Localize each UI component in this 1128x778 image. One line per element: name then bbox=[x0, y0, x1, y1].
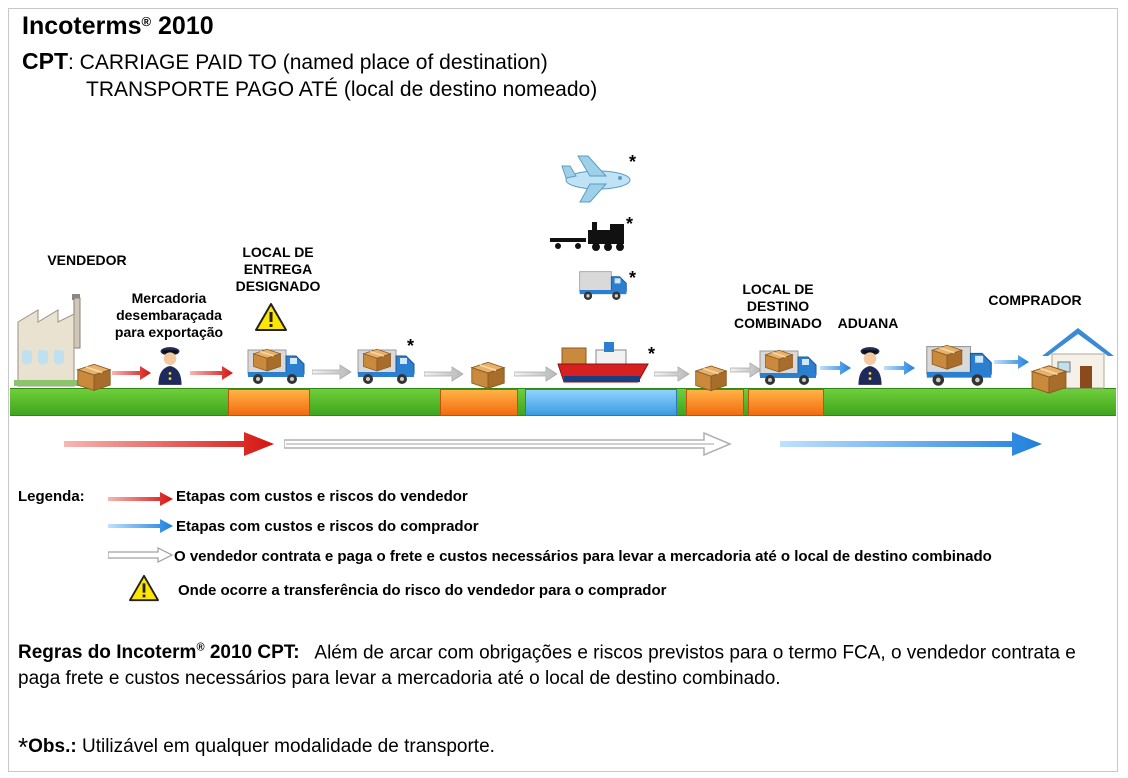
label-delivery-place: LOCAL DE ENTREGA DESIGNADO bbox=[235, 244, 321, 294]
rules-label: Regras do Incoterm® 2010 CPT: bbox=[18, 642, 300, 664]
segment-main-carriage bbox=[525, 389, 677, 416]
arrow-gray-1 bbox=[312, 364, 352, 380]
legend-risk-text: Onde ocorre a transferência do risco do … bbox=[178, 582, 667, 599]
arrow-gray-4 bbox=[654, 366, 690, 382]
page-title: Incoterms® 2010 bbox=[22, 12, 214, 40]
legend-buyer-text: Etapas com custos e riscos do comprador bbox=[176, 518, 479, 535]
warning-icon bbox=[254, 302, 288, 332]
timeline-buyer-arrow bbox=[780, 432, 1042, 456]
legend-blue-arrow bbox=[108, 519, 173, 533]
box-icon bbox=[764, 347, 794, 373]
asterisk-mark: * bbox=[629, 152, 637, 172]
arrow-red-2 bbox=[190, 366, 233, 380]
cpt-english: CPT: CARRIAGE PAID TO (named place of de… bbox=[22, 48, 548, 74]
cpt-portuguese: TRANSPORTE PAGO ATÉ (local de destino no… bbox=[86, 78, 598, 101]
segment-destination-place bbox=[748, 389, 824, 416]
arrow-blue-2 bbox=[884, 361, 915, 375]
legend-freight-text: O vendedor contrata e paga o frete e cus… bbox=[174, 548, 992, 565]
label-destination-place: LOCAL DE DESTINO COMBINADO bbox=[734, 281, 822, 331]
segment-origin-terminal bbox=[440, 389, 518, 416]
box-icon bbox=[930, 342, 964, 370]
arrow-blue-3 bbox=[994, 355, 1029, 369]
legend-seller-text: Etapas com custos e riscos do vendedor bbox=[176, 488, 468, 505]
legend-gray-arrow bbox=[108, 547, 174, 563]
box-icon bbox=[252, 346, 282, 372]
asterisk-mark: * bbox=[407, 336, 415, 356]
arrow-gray-3 bbox=[514, 366, 558, 382]
box-icon bbox=[470, 358, 506, 390]
timeline-freight-arrow bbox=[284, 432, 732, 456]
asterisk-mark: * bbox=[648, 344, 656, 364]
arrow-red-1 bbox=[112, 366, 151, 380]
legend-red-arrow bbox=[108, 492, 173, 506]
label-buyer: COMPRADOR bbox=[988, 292, 1082, 308]
arrow-blue-1 bbox=[820, 361, 851, 375]
box-icon bbox=[76, 360, 112, 392]
label-customs: ADUANA bbox=[837, 315, 899, 331]
airplane-icon bbox=[561, 155, 631, 203]
segment-delivery bbox=[228, 389, 310, 416]
warning-icon bbox=[128, 574, 160, 602]
observation: *Obs.: Utilizável em qualquer modalidade… bbox=[18, 732, 495, 762]
train-icon bbox=[550, 222, 624, 251]
asterisk-mark: * bbox=[626, 214, 634, 234]
officer-icon bbox=[154, 345, 186, 387]
officer-icon bbox=[854, 345, 886, 387]
label-seller: VENDEDOR bbox=[47, 252, 127, 268]
arrow-gray-2 bbox=[424, 366, 464, 382]
asterisk-mark: * bbox=[629, 268, 637, 288]
ship-icon bbox=[557, 342, 649, 383]
box-icon bbox=[694, 362, 728, 392]
box-icon bbox=[362, 346, 392, 372]
rules-paragraph: Regras do Incoterm® 2010 CPT: Além de ar… bbox=[18, 642, 1076, 690]
timeline-seller-arrow bbox=[64, 432, 274, 456]
truck-icon bbox=[578, 268, 628, 302]
factory-icon bbox=[14, 294, 84, 387]
segment-destination-terminal bbox=[686, 389, 744, 416]
box-icon bbox=[1030, 362, 1068, 394]
arrow-gray-5 bbox=[730, 362, 762, 378]
diagram-frame bbox=[8, 8, 1118, 772]
legend-title: Legenda: bbox=[18, 488, 85, 505]
label-goods-cleared: Mercadoria desembaraçada para exportação bbox=[114, 290, 224, 340]
